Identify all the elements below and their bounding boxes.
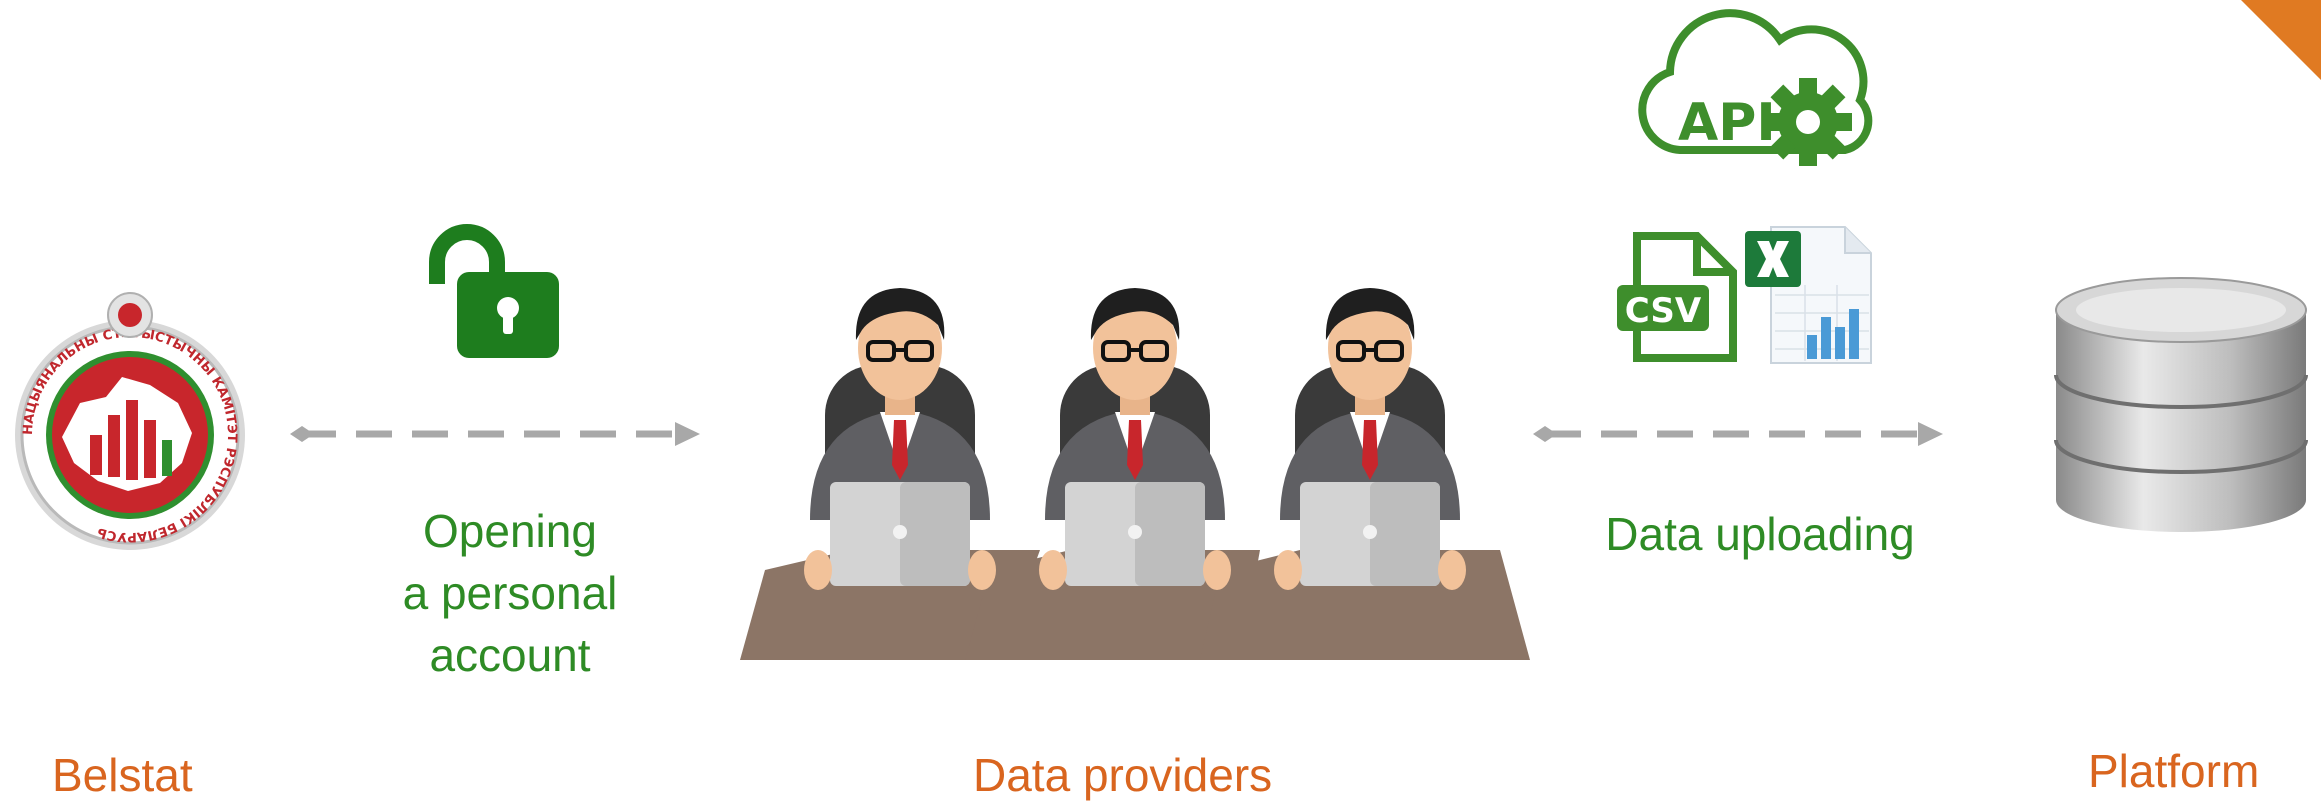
edge-label-line1: Opening [423,505,597,557]
api-cloud-icon: API [1630,0,1890,185]
belstat-label: Belstat [52,749,193,801]
csv-file-icon: CSV [1615,230,1740,365]
edge-label-line2: a personal [402,567,618,620]
edge-label-right: Data uploading [1605,508,1915,560]
database-icon [2050,270,2312,550]
edge-label-line3: account [429,629,591,682]
api-text: API [1678,93,1776,153]
csv-text: CSV [1625,291,1702,331]
belstat-emblem: НАЦЫЯНАЛЬНЫ СТАТЫСТЫЧНЫ КАМІТЭТ РЭСПУБЛІ… [10,285,250,555]
corner-accent [2241,0,2321,80]
providers-illustration [740,270,1530,670]
arrow-providers-platform [1533,422,1943,446]
open-lock-icon [425,222,563,362]
platform-label: Platform [2088,745,2260,797]
edge-label-left: Opening a personal account [365,500,655,686]
arrow-belstat-providers [290,422,700,446]
excel-file-icon [1745,225,1875,365]
providers-label: Data providers [973,749,1273,801]
